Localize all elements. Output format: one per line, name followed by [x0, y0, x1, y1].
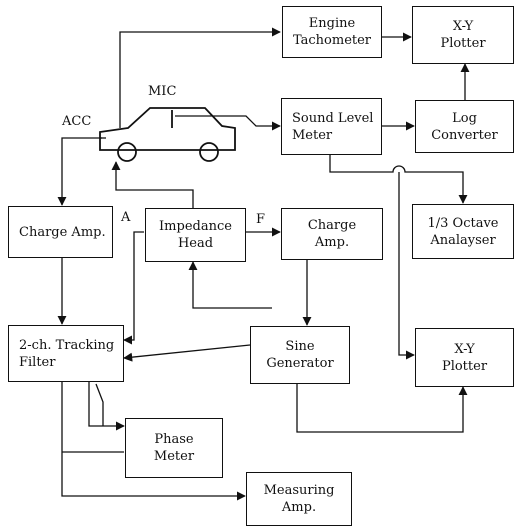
log-converter-line1: Log	[452, 110, 477, 127]
octave-analyser-block: 1/3 Octave Analayser	[412, 204, 514, 259]
acc-label: ACC	[62, 114, 91, 129]
f-label: F	[256, 212, 265, 227]
sound-level-meter-line1: Sound Level	[292, 110, 373, 127]
engine-tachometer-line2: Tachometer	[293, 32, 371, 49]
engine-tachometer-block: Engine Tachometer	[282, 6, 382, 58]
engine-tachometer-line1: Engine	[309, 15, 355, 32]
xy-plotter-top-line2: Plotter	[440, 35, 485, 52]
sound-level-meter-block: Sound Level Meter	[281, 98, 382, 155]
measuring-amp-line2: Amp.	[282, 499, 316, 516]
line-filter-to-phase-meter-2	[96, 384, 103, 426]
measuring-amp-block: Measuring Amp.	[246, 472, 352, 526]
charge-amp-left-block: Charge Amp.	[8, 206, 113, 258]
charge-amp-mid-block: Charge Amp.	[281, 208, 383, 260]
line-sine-to-filter	[124, 345, 250, 358]
sound-level-meter-line2: Meter	[292, 127, 332, 144]
line-filter-to-phase-meter	[89, 382, 124, 426]
line-acc-to-charge-amp	[62, 138, 102, 205]
phase-meter-block: Phase Meter	[125, 418, 223, 478]
line-sine-to-plotter	[297, 384, 463, 432]
sine-generator-block: Sine Generator	[250, 326, 350, 384]
xy-plotter-top-block: X-Y Plotter	[412, 6, 514, 64]
line-slm-to-octave-analyser	[330, 155, 463, 203]
a-label: A	[121, 210, 130, 225]
octave-analyser-line1: 1/3 Octave	[427, 215, 498, 232]
mic-label: MIC	[148, 84, 176, 99]
xy-plotter-bottom-line2: Plotter	[442, 358, 487, 375]
sine-generator-line1: Sine	[285, 338, 314, 355]
charge-amp-mid-line1: Charge	[308, 217, 356, 234]
measuring-amp-line1: Measuring	[264, 482, 335, 499]
tracking-filter-block: 2-ch. Tracking Filter	[8, 325, 124, 382]
xy-plotter-top-line1: X-Y	[453, 18, 473, 35]
tracking-filter-line1: 2-ch. Tracking	[19, 337, 114, 354]
octave-analyser-line2: Analayser	[430, 232, 495, 249]
line-to-plotter-bottom	[399, 172, 414, 355]
phase-meter-line1: Phase	[154, 431, 193, 448]
log-converter-line2: Converter	[431, 127, 498, 144]
xy-plotter-bottom-line1: X-Y	[454, 341, 474, 358]
xy-plotter-bottom-block: X-Y Plotter	[415, 328, 514, 387]
charge-amp-left-line1: Charge Amp.	[19, 224, 106, 241]
log-converter-block: Log Converter	[415, 100, 514, 153]
line-impedance-a-to-filter	[124, 232, 144, 340]
sine-generator-line2: Generator	[266, 355, 333, 372]
line-mic-to-sound-level-meter	[175, 116, 280, 126]
impedance-head-line2: Head	[178, 235, 213, 252]
impedance-head-line1: Impedance	[159, 218, 232, 235]
tracking-filter-line2: Filter	[19, 354, 55, 371]
line-sine-to-impedance	[193, 262, 272, 308]
line-impedance-head-to-car	[116, 162, 193, 208]
impedance-head-block: Impedance Head	[145, 208, 246, 262]
charge-amp-mid-line2: Amp.	[315, 234, 349, 251]
phase-meter-line2: Meter	[154, 448, 194, 465]
